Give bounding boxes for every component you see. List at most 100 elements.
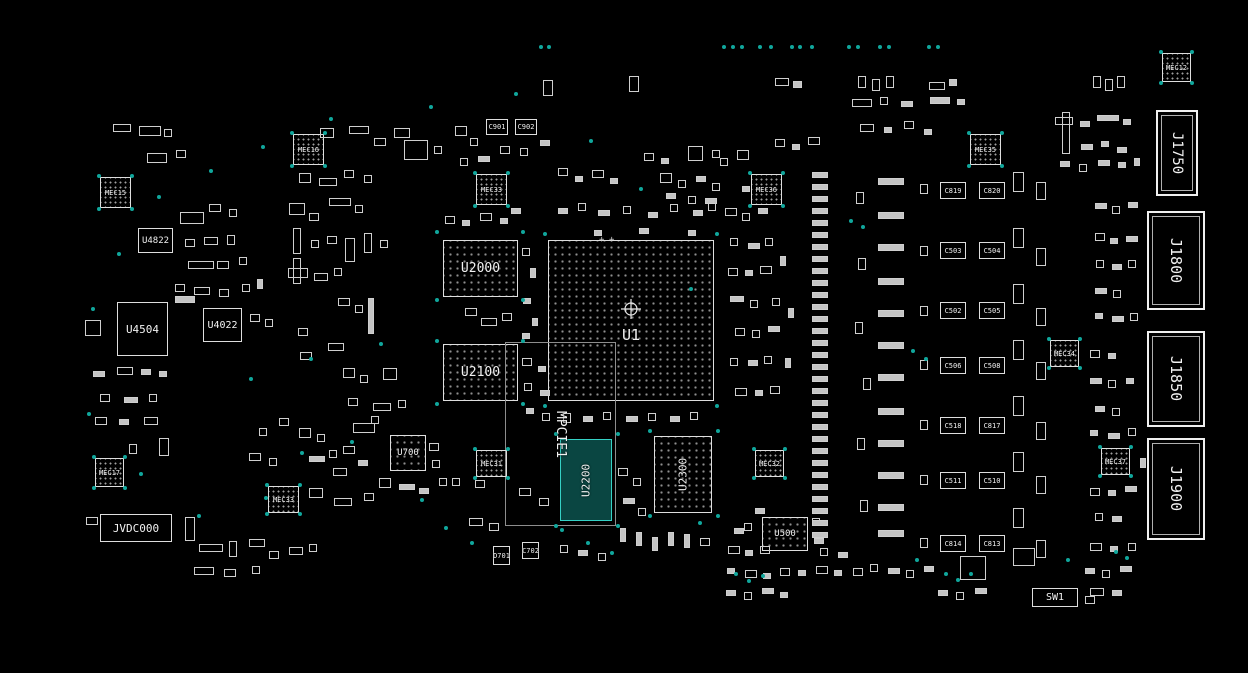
component-mec32[interactable]: MEC32 — [755, 450, 784, 477]
part — [726, 590, 736, 596]
component-c902[interactable]: C902 — [515, 119, 537, 135]
component-mec31[interactable]: MEC31 — [476, 450, 507, 477]
testpoint — [847, 45, 851, 49]
part — [445, 216, 455, 224]
component-j1800[interactable]: J1800 — [1147, 211, 1205, 310]
part — [785, 358, 791, 368]
testpoint — [731, 45, 735, 49]
component-mpcie1[interactable]: MPCIE1 — [505, 342, 616, 526]
component-c814[interactable]: C814 — [940, 535, 966, 552]
component-j1850[interactable]: J1850 — [1147, 331, 1205, 427]
part — [1120, 566, 1132, 572]
component-u4022[interactable]: U4022 — [203, 308, 242, 342]
testpoint — [473, 171, 477, 175]
part — [920, 420, 928, 430]
component-label: C502 — [944, 306, 962, 315]
component-c702[interactable]: C702 — [522, 542, 539, 559]
component-mec16[interactable]: MEC16 — [293, 134, 324, 165]
component-mec15[interactable]: MEC15 — [100, 177, 131, 208]
component-mec36[interactable]: MEC36 — [751, 174, 782, 205]
component-jvdc000[interactable]: JVDC000 — [100, 514, 172, 542]
testpoint — [1114, 550, 1118, 554]
part — [522, 358, 532, 366]
component-sw1[interactable]: SW1 — [1032, 588, 1078, 607]
part — [176, 150, 186, 158]
component-u2300[interactable]: U2300 — [654, 436, 712, 513]
part — [712, 183, 720, 191]
part — [147, 153, 167, 163]
component-c901[interactable]: C901 — [486, 119, 508, 135]
component-u1[interactable]: U1 — [548, 240, 714, 401]
part — [144, 417, 158, 425]
component-u4504[interactable]: U4504 — [117, 302, 168, 356]
part — [353, 423, 375, 433]
part — [812, 184, 828, 190]
part — [1090, 543, 1102, 551]
component-mec34[interactable]: MEC34 — [1050, 340, 1079, 367]
part — [728, 268, 738, 276]
component-c505[interactable]: C505 — [979, 302, 1005, 319]
component-c502[interactable]: C502 — [940, 302, 966, 319]
part — [812, 220, 828, 226]
testpoint — [648, 514, 652, 518]
component-u2100[interactable]: U2100 — [443, 344, 518, 401]
component-u2000[interactable]: U2000 — [443, 240, 518, 297]
testpoint — [521, 298, 525, 302]
part — [618, 468, 628, 476]
component-label: C901 — [488, 123, 506, 131]
testpoint — [715, 232, 719, 236]
component-u4822[interactable]: U4822 — [138, 228, 173, 253]
part — [522, 333, 530, 339]
component-c511[interactable]: C511 — [940, 472, 966, 489]
part — [930, 97, 950, 104]
part — [257, 279, 263, 289]
component-label: MEC37 — [1104, 457, 1127, 466]
component-c510[interactable]: C510 — [979, 472, 1005, 489]
part — [539, 498, 549, 506]
part — [598, 210, 610, 216]
part — [788, 308, 794, 318]
part — [344, 170, 354, 178]
part — [872, 79, 880, 91]
component-c817[interactable]: C817 — [979, 417, 1005, 434]
component-u500[interactable]: U500 — [762, 517, 808, 551]
component-d701[interactable]: D701 — [493, 546, 510, 565]
component-mec37[interactable]: MEC37 — [1101, 448, 1130, 475]
component-c508[interactable]: C508 — [979, 357, 1005, 374]
component-j1900[interactable]: J1900 — [1147, 438, 1205, 540]
testpoint — [265, 483, 269, 487]
part — [770, 386, 780, 394]
testpoint — [1078, 337, 1082, 341]
component-c820[interactable]: C820 — [979, 182, 1005, 199]
component-c819[interactable]: C819 — [940, 182, 966, 199]
component-mec17[interactable]: MEC17 — [95, 458, 124, 487]
component-u700[interactable]: U700 — [390, 435, 426, 471]
part — [1102, 570, 1110, 578]
testpoint — [849, 219, 853, 223]
part — [520, 148, 528, 156]
component-mec35[interactable]: MEC35 — [970, 134, 1001, 165]
component-c503[interactable]: C503 — [940, 242, 966, 259]
part — [217, 261, 229, 269]
part — [878, 408, 904, 415]
component-u2200[interactable]: U2200 — [560, 439, 612, 521]
testpoint — [97, 174, 101, 178]
component-mec33[interactable]: MEC33 — [476, 174, 507, 205]
part — [863, 378, 871, 390]
component-j1750[interactable]: J1750 — [1156, 110, 1198, 196]
testpoint — [543, 404, 547, 408]
part — [878, 244, 904, 251]
component-mec12[interactable]: MEC12 — [1162, 53, 1191, 82]
part — [159, 371, 167, 377]
part — [293, 228, 301, 254]
component-c506[interactable]: C506 — [940, 357, 966, 374]
part — [855, 322, 863, 334]
testpoint — [123, 455, 127, 459]
component-c504[interactable]: C504 — [979, 242, 1005, 259]
testpoint — [473, 476, 477, 480]
component-c813[interactable]: C813 — [979, 535, 1005, 552]
component-mec33[interactable]: MEC33 — [268, 486, 299, 513]
plus-mark: + — [609, 235, 615, 245]
component-c518[interactable]: C518 — [940, 417, 966, 434]
